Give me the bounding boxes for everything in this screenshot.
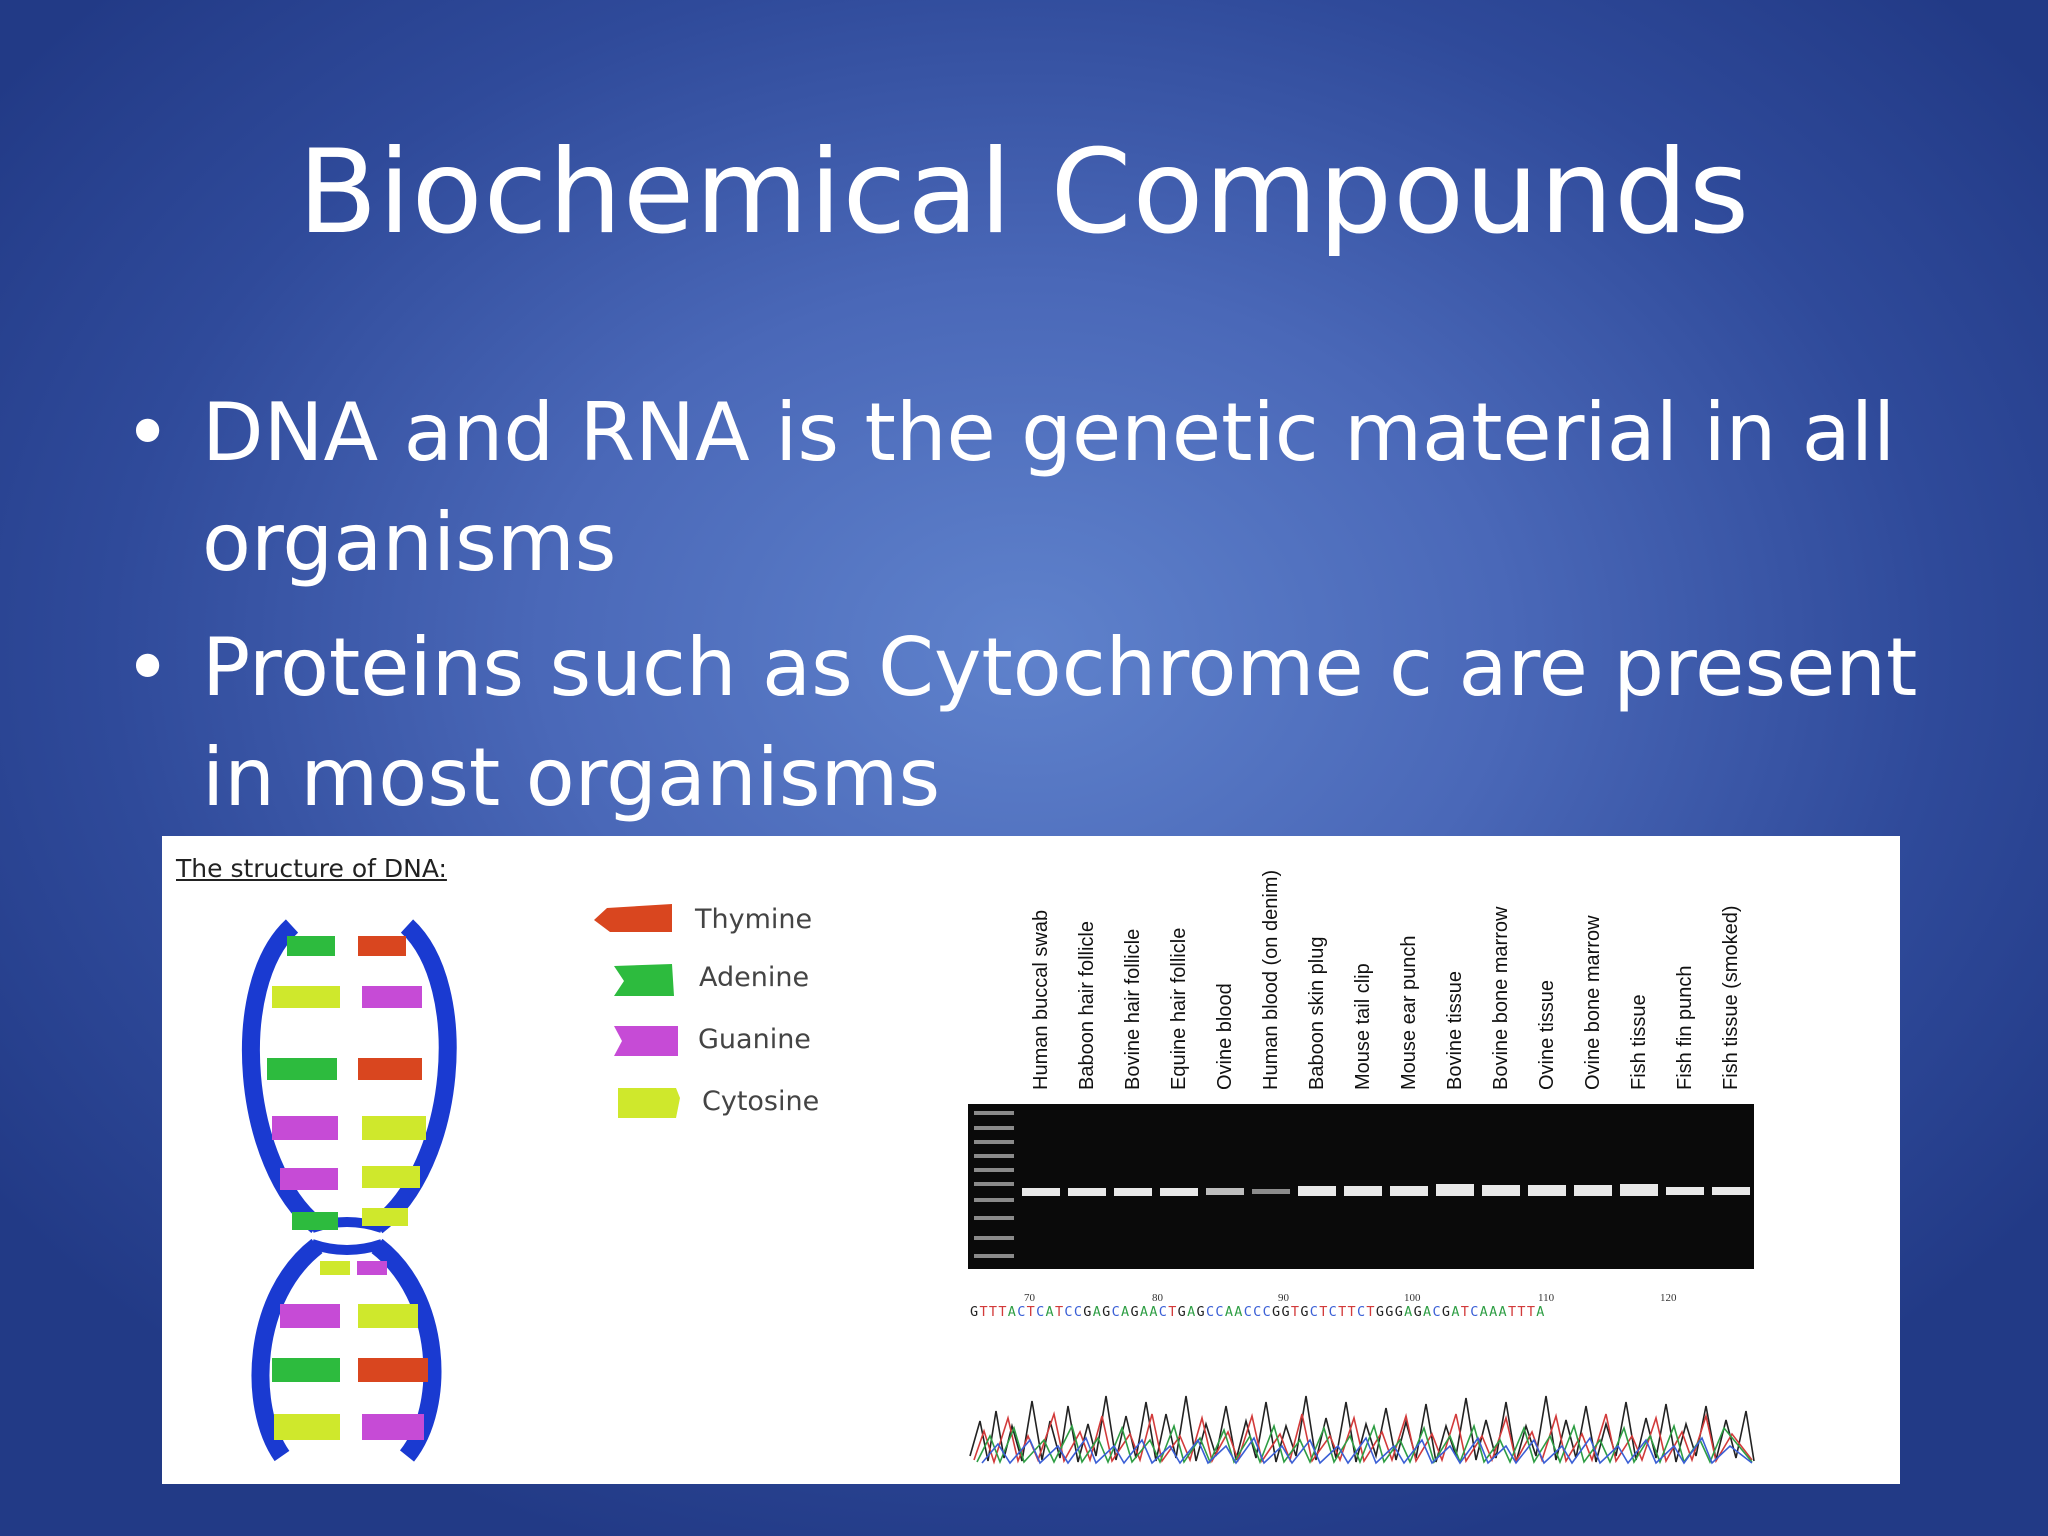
sequence-position: 90 (1278, 1292, 1289, 1304)
sequence-position: 100 (1404, 1292, 1421, 1304)
sequence-chromatogram (969, 1395, 1755, 1465)
cytosine-swatch (618, 1088, 680, 1118)
thymine-swatch (594, 904, 672, 932)
gel-lane-label: Fish fin punch (1674, 965, 1696, 1090)
gel-ladder (974, 1111, 1014, 1258)
bullet-item: • Proteins such as Cytochrome c are pres… (120, 613, 1960, 833)
sequence-position: 80 (1152, 1292, 1163, 1304)
gel-lane-label: Baboon hair follicle (1076, 921, 1098, 1090)
gel-lane-label: Mouse ear punch (1398, 935, 1420, 1090)
gel-lane-label: Ovine tissue (1536, 979, 1558, 1090)
sequence-position: 120 (1660, 1292, 1677, 1304)
bullet-item: • DNA and RNA is the genetic material in… (120, 378, 1960, 598)
legend-label-guanine: Guanine (698, 1024, 811, 1055)
figure-graphics (242, 904, 1755, 1465)
dna-helix-illustration (242, 919, 457, 1462)
sequence-position: 70 (1024, 1292, 1035, 1304)
dna-sequence: GTTTACTCATCCGAGCAGAACTGAGCCAACCCGGTGCTCT… (970, 1304, 1546, 1320)
sequence-position: 110 (1538, 1292, 1555, 1304)
gel-lane-label: Human blood (on denim) (1260, 869, 1282, 1090)
gel-lane-label: Ovine blood (1214, 983, 1236, 1090)
guanine-swatch (614, 1026, 678, 1056)
bullet-dot-icon: • (124, 621, 172, 714)
legend-label-cytosine: Cytosine (702, 1086, 820, 1117)
gel-lane-label: Bovine bone marrow (1490, 906, 1512, 1090)
bullet-dot-icon: • (124, 386, 172, 479)
gel-electrophoresis-image (968, 1104, 1754, 1269)
gel-lane-label: Equine hair follicle (1168, 927, 1190, 1090)
bullet-text: DNA and RNA is the genetic material in a… (202, 386, 1896, 589)
gel-bands (1022, 1184, 1750, 1196)
gel-lane-label: Bovine tissue (1444, 971, 1466, 1090)
dna-figure: The structure of DNA: Thymine Adenine Gu… (162, 836, 1900, 1484)
gel-lane-label: Fish tissue (smoked) (1720, 905, 1742, 1091)
gel-lane-label: Ovine bone marrow (1582, 915, 1604, 1090)
gel-lane-label: Fish tissue (1628, 994, 1650, 1090)
legend-label-thymine: Thymine (695, 904, 813, 935)
gel-lane-label: Bovine hair follicle (1122, 928, 1144, 1090)
bullet-list: • DNA and RNA is the genetic material in… (120, 378, 1960, 848)
dna-caption: The structure of DNA: (176, 854, 447, 883)
gel-lane-label: Mouse tail clip (1352, 963, 1374, 1090)
gel-lane-label: Baboon skin plug (1306, 936, 1328, 1090)
slide-title: Biochemical Compounds (297, 125, 1751, 260)
gel-lane-label: Human buccal swab (1030, 909, 1052, 1090)
dna-legend-swatches (594, 904, 680, 1118)
bullet-text: Proteins such as Cytochrome c are presen… (202, 621, 1918, 824)
legend-label-adenine: Adenine (699, 962, 810, 993)
adenine-swatch (614, 964, 674, 996)
